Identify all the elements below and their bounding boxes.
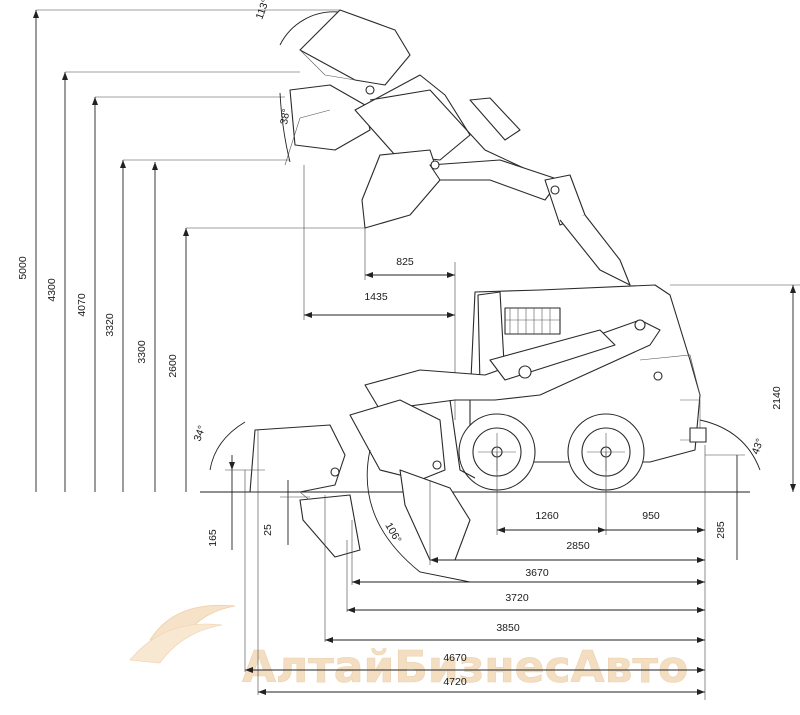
- bucket-top-position: [299, 9, 411, 86]
- length-dimensions: 1260 950 2850 3670 3720 3850 4670: [244, 430, 706, 700]
- dim-label-1435: 1435: [364, 291, 388, 303]
- angle-label-113: 113°: [254, 0, 272, 21]
- dim-label-285: 285: [715, 521, 727, 539]
- dim-label-950: 950: [642, 510, 660, 522]
- dim-label-4070: 4070: [76, 293, 88, 317]
- angle-label-43: 43°: [750, 437, 767, 456]
- bucket-curl-position: [399, 469, 471, 561]
- bucket-carry-position: [349, 399, 446, 481]
- dim-label-3670: 3670: [525, 567, 549, 579]
- dim-label-4670: 4670: [443, 652, 467, 664]
- dim-label-3300: 3300: [136, 340, 148, 364]
- bucket-upper-position: [289, 84, 371, 151]
- tilt-link-top: [469, 97, 521, 141]
- bucket-ground-position: [249, 424, 346, 493]
- right-dimensions: 2140 285: [670, 284, 800, 560]
- watermark-logo: АлтайБизнесАвто: [129, 604, 688, 693]
- raised-bucket-positions: 113° 38°: [254, 0, 631, 286]
- dim-label-4300: 4300: [46, 278, 58, 302]
- angle-label-34: 34°: [192, 424, 209, 443]
- dim-label-3320: 3320: [104, 313, 116, 337]
- dim-label-3720: 3720: [505, 592, 529, 604]
- angle-label-106: 106°: [382, 521, 403, 546]
- dim-label-2600: 2600: [167, 354, 179, 378]
- dim-label-1260: 1260: [535, 510, 559, 522]
- reach-dimensions: 825 1435: [303, 165, 456, 420]
- dim-label-25: 25: [262, 524, 274, 536]
- dim-label-4720: 4720: [443, 676, 467, 688]
- dim-label-2140: 2140: [771, 386, 783, 410]
- lift-arm-raised: [429, 159, 561, 201]
- height-dimensions: 5000 4300 4070 3320 3300 2600: [17, 9, 365, 492]
- angle-label-38: 38°: [278, 108, 293, 126]
- dim-label-5000: 5000: [17, 256, 29, 280]
- bucket-dig-position: [299, 494, 361, 558]
- dim-label-825: 825: [396, 256, 414, 268]
- bucket-dump-position: [361, 149, 441, 229]
- lower-bucket-positions: 34° 106° 43°: [192, 399, 767, 583]
- watermark-text: АлтайБизнесАвто: [242, 642, 688, 693]
- dim-label-3850: 3850: [496, 622, 520, 634]
- dim-label-165: 165: [207, 529, 219, 547]
- watermark-swoosh-icon: [129, 623, 223, 664]
- cab-roof-grille: [504, 307, 561, 335]
- lift-arm-cylinder: [559, 214, 631, 286]
- dim-label-2850: 2850: [566, 540, 590, 552]
